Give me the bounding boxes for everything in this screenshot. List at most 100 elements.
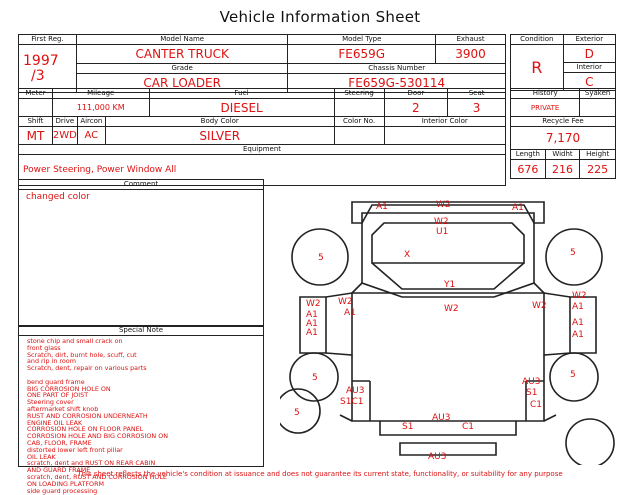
damage-mark-left-bed-au3: AU3 [346, 386, 364, 396]
damage-mark-windshield: W2 [434, 217, 449, 227]
damage-mark-wheel-rl2: 5 [294, 408, 300, 418]
damage-mark-rear-s1: S1 [402, 422, 413, 432]
shift-value: MT [18, 126, 53, 145]
drive-label: Drive [51, 116, 78, 127]
damage-mark-top-center: W2 [436, 200, 451, 210]
meter-label: Meter [18, 88, 53, 99]
special-note-line: AND GUARD FRAME [27, 466, 91, 475]
damage-mark-right-door-w2: W2 [572, 291, 587, 301]
special-note-line: CAB, FLOOR, FRAME [27, 438, 92, 447]
body-color-label: Body Color [104, 116, 335, 127]
interior-color-label: Interior Color [383, 116, 507, 127]
special-note-line: bend guard frame [27, 377, 85, 386]
width-value: 216 [544, 159, 581, 179]
disclaimer-footer: This sheet reflects the vehicle's condit… [77, 470, 563, 478]
special-note-line: BIG CORROSION HOLE ON [27, 384, 111, 393]
damage-mark-left-door-a1a: A1 [306, 310, 318, 320]
body-color-value: SILVER [104, 126, 335, 145]
drive-value: 2WD [51, 126, 78, 145]
damage-mark-cab-x: X [404, 250, 410, 260]
special-note-line: RUST AND CORROSION UNDERNEATH [27, 411, 148, 420]
damage-mark-top-left: A1 [376, 202, 388, 212]
mileage-label: Mileage [51, 88, 150, 99]
syaken-value [579, 98, 616, 117]
recycle-fee-label: Recycle Fee [510, 116, 616, 127]
special-note-line: distorted lower left front pillar [27, 445, 123, 454]
special-note-line: Scratch, dent, repair on various parts [27, 364, 147, 373]
damage-mark-bottom-au3: AU3 [428, 452, 446, 462]
model-type-label: Model Type [287, 34, 437, 45]
special-note-line: aftermarket shift knob [27, 404, 99, 413]
aircon-label: Aircon [76, 116, 106, 127]
damage-mark-right-bed-s1: S1 [526, 388, 537, 398]
color-no-value [333, 126, 385, 145]
comment-box: Comment changed color [18, 179, 264, 327]
special-note-line: and rip in room [27, 357, 76, 366]
model-name-value: CANTER TRUCK [75, 44, 289, 64]
history-table: History Syaken PRIVATE Recycle Fee 7,170… [509, 88, 616, 179]
damage-mark-left-pillar-a1: A1 [344, 308, 356, 318]
special-note-line: ONE PART OF JOIST [27, 391, 89, 400]
vehicle-details-table: Meter Mileage Fuel Steering Door Seat 11… [18, 88, 507, 186]
interior-color-value [383, 126, 507, 145]
seat-value: 3 [447, 98, 506, 117]
special-note-line: side guard processing [27, 486, 98, 495]
condition-label: Condition [510, 34, 564, 45]
grade-label: Grade [75, 63, 289, 74]
fuel-value: DIESEL [148, 98, 335, 117]
chassis-number-label: Chassis Number [287, 63, 506, 74]
steering-label: Steering [333, 88, 385, 99]
first-reg-year: 1997 [23, 52, 59, 69]
equipment-label: Equipment [18, 144, 506, 155]
shift-label: Shift [18, 116, 53, 127]
door-label: Door [383, 88, 449, 99]
steering-value [333, 98, 385, 117]
damage-mark-right-door-a1a: A1 [572, 302, 584, 312]
length-label: Length [510, 149, 546, 160]
height-value: 225 [579, 159, 616, 179]
special-note-line: front glass [27, 343, 61, 352]
damage-mark-rear-window: W2 [444, 304, 459, 314]
damage-mark-wheel-rr: 5 [570, 370, 576, 380]
damage-mark-left-bed-s1c1: S1C1 [340, 397, 363, 407]
damage-mark-right-pillar-w2: W2 [532, 301, 547, 311]
recycle-fee-value: 7,170 [510, 126, 616, 150]
length-value: 676 [510, 159, 546, 179]
damage-mark-wheel-fl: 5 [318, 253, 324, 263]
history-value: PRIVATE [509, 98, 581, 117]
special-note-line: scratch, dent and RUST ON REAR CABIN [27, 459, 156, 468]
damage-mark-left-door-w2: W2 [306, 299, 321, 309]
damage-mark-right-door-a1c: A1 [572, 330, 584, 340]
damage-mark-wheel-fr: 5 [570, 248, 576, 258]
model-type-value: FE659G [287, 44, 437, 64]
special-note-line: ON LOADING PLATFORM [27, 479, 105, 488]
exterior-label: Exterior [562, 34, 617, 45]
comment-label: Comment [19, 180, 263, 190]
aircon-value: AC [76, 126, 106, 145]
exhaust-value: 3900 [435, 44, 506, 64]
equipment-cell: Power Steering, Power Window All [18, 154, 506, 186]
equipment-value: Power Steering, Power Window All [23, 165, 177, 175]
vehicle-info-table: First Reg. Model Name Model Type Exhaust… [18, 34, 506, 93]
exterior-value: D [562, 44, 617, 63]
mileage-value: 111,000 KM [51, 98, 150, 117]
damage-mark-right-bed-c1: C1 [530, 400, 542, 410]
special-note-line: CORROSION HOLE AND BIG CORROSION ON [27, 432, 169, 441]
meter-value [18, 98, 53, 117]
fuel-label: Fuel [148, 88, 335, 99]
damage-mark-right-door-a1b: A1 [572, 318, 584, 328]
special-note-line: scratch, dent, RUST AND CORROSION HOLE [27, 472, 167, 481]
special-note-box: Special Note stone chip and small crack … [18, 325, 264, 494]
damage-mark-windshield-sub: U1 [436, 227, 448, 237]
first-reg-label: First Reg. [18, 34, 77, 45]
comment-text: changed color [26, 192, 90, 202]
damage-mark-right-bed-au3: AU3 [522, 377, 540, 387]
special-note-line: OIL LEAK [27, 452, 56, 461]
special-note-label: Special Note [19, 326, 263, 336]
damage-mark-wheel-rl: 5 [312, 373, 318, 383]
height-label: Height [579, 149, 616, 160]
model-name-label: Model Name [75, 34, 289, 45]
special-note-line: Scratch, dirt, burnt hole, scuff, cut [27, 350, 137, 359]
seat-label: Seat [447, 88, 506, 99]
